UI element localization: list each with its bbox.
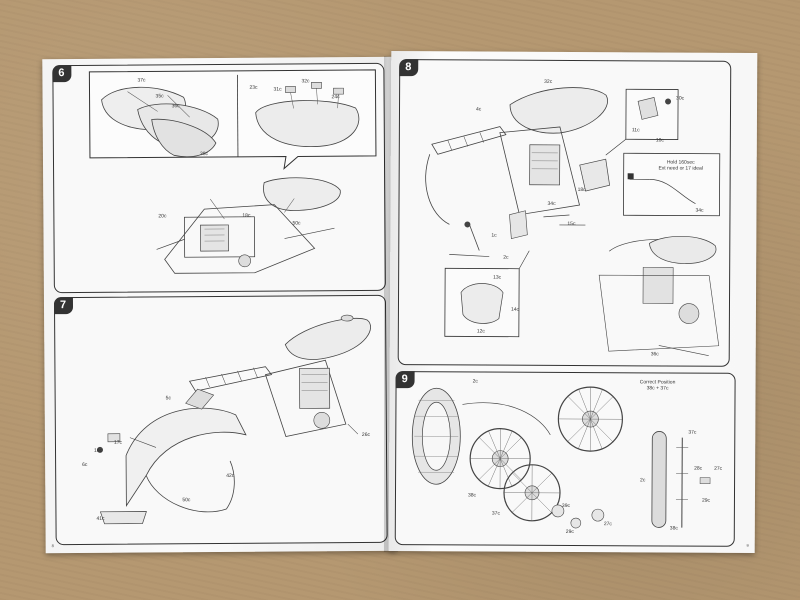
label-36c-step8: 36c bbox=[650, 351, 659, 358]
label-29c-b: 29c bbox=[701, 497, 711, 504]
step-6-panel: 6 bbox=[52, 62, 386, 294]
label-31c: 31c bbox=[273, 86, 282, 93]
label-16c: 16c bbox=[93, 447, 103, 454]
label-28c: 28c bbox=[694, 465, 703, 472]
step-9-position-note: Correct Position 38c + 37c bbox=[623, 379, 693, 391]
label-18c: 18c bbox=[242, 212, 251, 219]
step-6-inset-frame bbox=[87, 68, 378, 170]
label-13c: 13c bbox=[493, 274, 502, 281]
label-50c-step7: 50c bbox=[182, 497, 191, 504]
label-4c: 4c bbox=[475, 106, 482, 113]
label-38c-b: 38c bbox=[669, 525, 678, 532]
label-35c: 35c bbox=[155, 93, 164, 100]
left-page-number: 8 bbox=[51, 543, 54, 549]
right-page: 8 bbox=[388, 51, 758, 553]
label-42c: 42c bbox=[226, 472, 235, 479]
label-6c: 6c bbox=[82, 461, 88, 468]
step-6-badge: 6 bbox=[52, 65, 72, 83]
label-39c: 39c bbox=[561, 502, 571, 509]
label-38c: 38c bbox=[199, 151, 209, 158]
step-6-frame-illustration bbox=[144, 168, 345, 287]
left-page: 6 bbox=[42, 56, 396, 554]
label-27c: 27c bbox=[603, 521, 612, 528]
label-37c: 37c bbox=[137, 77, 146, 84]
step-7-panel: 7 5c bbox=[53, 294, 388, 546]
label-37c-b: 37c bbox=[688, 429, 697, 436]
label-30c: 30c bbox=[676, 95, 685, 102]
label-20c: 20c bbox=[158, 213, 167, 220]
label-34c-b: 34c bbox=[547, 200, 556, 207]
label-17c: 17c bbox=[113, 439, 123, 446]
step-8-frame-illustration bbox=[409, 74, 730, 360]
label-2c: 2c bbox=[503, 254, 509, 261]
label-2c-b: 2c bbox=[640, 477, 646, 484]
label-41c: 41c bbox=[96, 515, 105, 522]
label-12c: 12c bbox=[476, 328, 485, 335]
label-50c: 50c bbox=[292, 220, 301, 227]
label-11c: 11c bbox=[631, 127, 640, 134]
label-32c-step8: 32c bbox=[544, 78, 553, 85]
step-7-frame-illustration bbox=[97, 304, 383, 536]
label-27c-b: 27c bbox=[714, 465, 723, 472]
label-24c: 24c bbox=[331, 94, 340, 101]
label-29c: 29c bbox=[565, 528, 574, 536]
label-5c: 5c bbox=[165, 395, 171, 402]
step-9-wheels-illustration bbox=[400, 376, 731, 542]
step-8-cable-note: Hold 160sec Ext need or 17 ideal bbox=[646, 159, 716, 171]
label-15c: 15c bbox=[567, 220, 576, 228]
label-36c: 36c bbox=[171, 103, 180, 110]
label-26c: 26c bbox=[361, 431, 370, 439]
label-23c: 23c bbox=[249, 84, 258, 91]
label-1c: 1c bbox=[491, 232, 497, 239]
label-2c-step9: 2c bbox=[472, 378, 478, 385]
label-32c: 32c bbox=[301, 78, 310, 85]
label-38c-step9: 38c bbox=[467, 492, 477, 499]
label-10c: 10c bbox=[655, 137, 664, 144]
label-14c: 14c bbox=[510, 306, 520, 313]
step-8-panel: 8 bbox=[397, 59, 732, 367]
label-37c-step9: 37c bbox=[491, 510, 500, 517]
step-9-note-line-2: 38c + 37c bbox=[646, 385, 669, 392]
right-page-number: 9 bbox=[746, 542, 749, 548]
step-8-note-line-2: Ext need or 17 ideal bbox=[658, 165, 703, 172]
label-18c-step8: 18c bbox=[577, 187, 586, 194]
step-9-panel: 9 bbox=[394, 371, 736, 547]
step-7-badge: 7 bbox=[53, 297, 74, 315]
label-34c: 34c bbox=[695, 207, 704, 214]
